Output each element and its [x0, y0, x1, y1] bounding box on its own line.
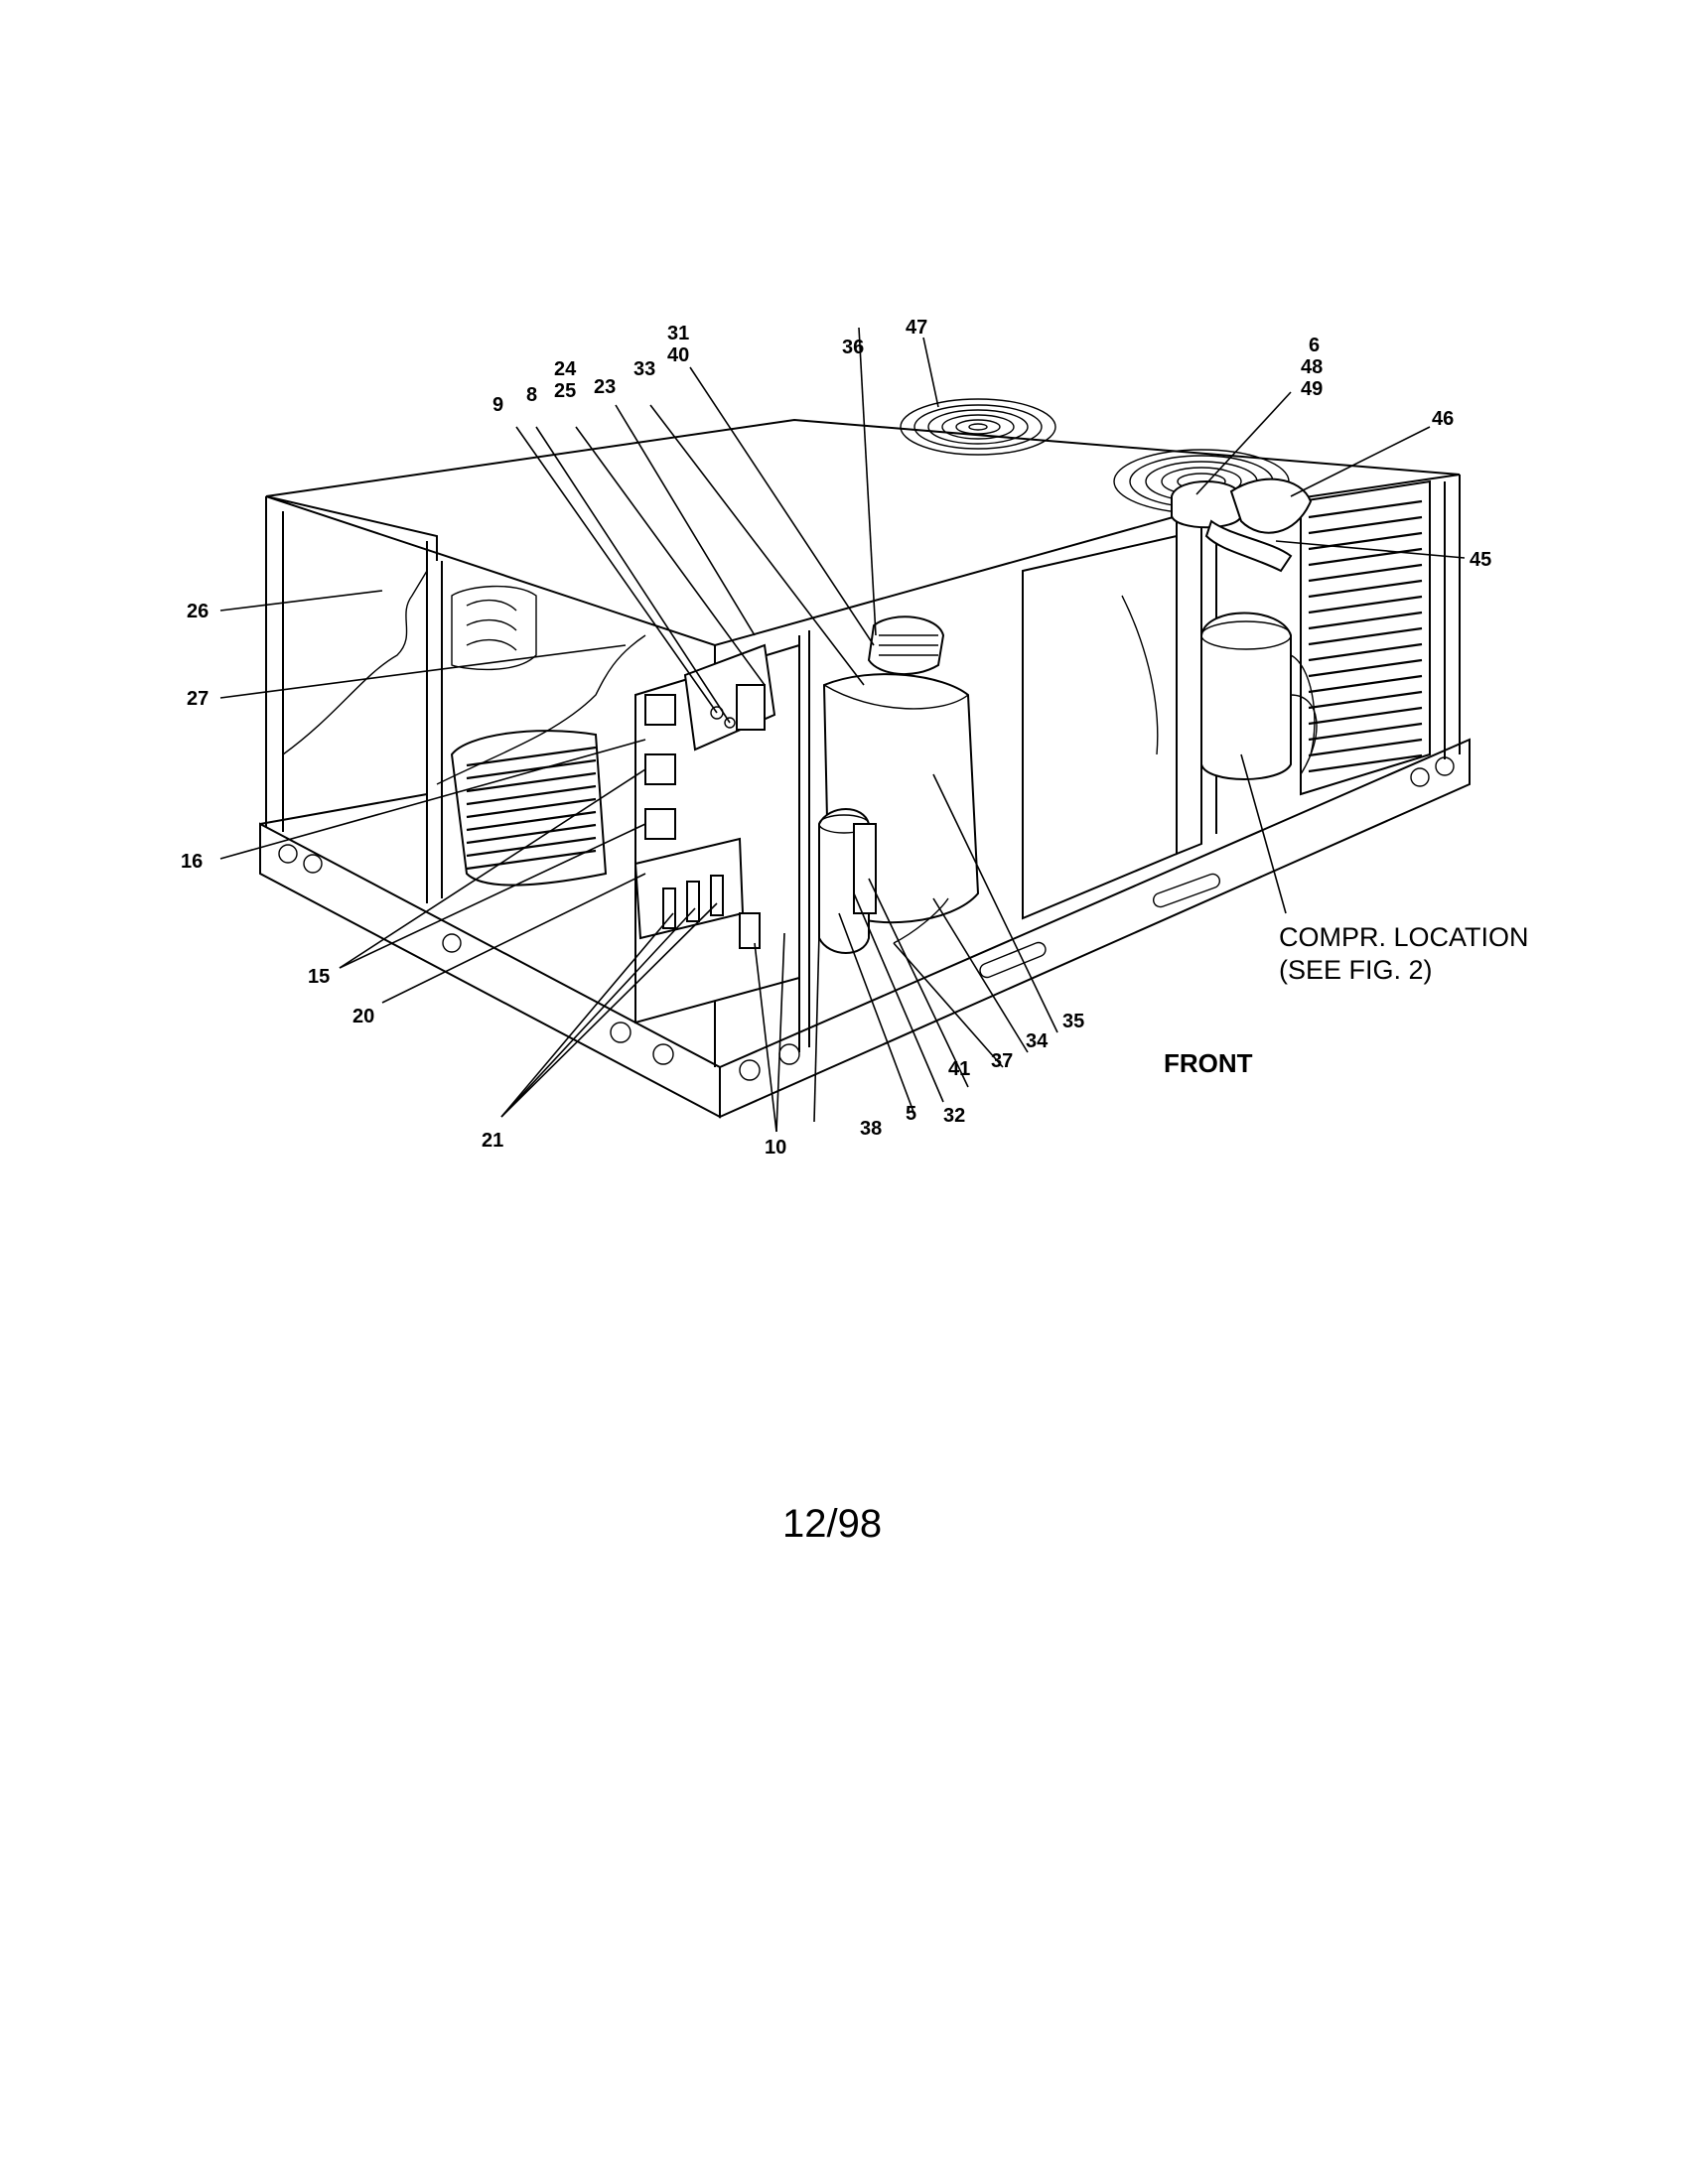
coil-fin [1308, 738, 1423, 757]
motor-mount [853, 823, 877, 914]
callout-41: 41 [948, 1058, 970, 1080]
coil-fin [1308, 563, 1423, 583]
callout-24: 24 [554, 358, 577, 380]
coil-fin [1308, 658, 1423, 678]
base-holes [278, 756, 1455, 1081]
callout-38: 38 [860, 1118, 882, 1140]
callout-26: 26 [187, 601, 209, 622]
callout-34: 34 [1026, 1030, 1049, 1052]
callout-20: 20 [352, 1006, 374, 1027]
coil-fin [1308, 722, 1423, 742]
evaporator-fin [466, 836, 597, 858]
coil-fin [1308, 515, 1423, 535]
callout-15: 15 [308, 966, 330, 988]
callout-numbers: 31 40 47 36 6 48 49 46 45 24 25 23 33 9 … [181, 317, 1491, 1159]
callout-21: 21 [482, 1130, 503, 1152]
condenser-coil [1300, 479, 1431, 796]
blower-assembly [818, 615, 980, 954]
callout-49: 49 [1301, 378, 1323, 400]
callout-8: 8 [526, 384, 537, 406]
evaporator-fin [466, 849, 597, 871]
callout-27: 27 [187, 688, 209, 710]
relay-3 [644, 808, 676, 840]
callout-37: 37 [991, 1050, 1013, 1072]
evaporator-fin [466, 784, 597, 806]
coil-fin [1308, 642, 1423, 662]
callout-48: 48 [1301, 356, 1323, 378]
callout-5: 5 [906, 1103, 916, 1125]
callout-10: 10 [765, 1137, 786, 1159]
coil-fin [1308, 674, 1423, 694]
callout-36: 36 [842, 337, 864, 358]
front-label: FRONT [1164, 1048, 1253, 1078]
coil-fin [1308, 690, 1423, 710]
callout-40: 40 [667, 344, 689, 366]
capacitor [739, 912, 761, 949]
compressor-figure-reference: (SEE FIG. 2) [1279, 955, 1433, 985]
relay-1 [644, 694, 676, 726]
callout-35: 35 [1062, 1011, 1084, 1032]
page-number: 12/98 [782, 1502, 882, 1546]
callout-6: 6 [1309, 335, 1320, 356]
callout-45: 45 [1470, 549, 1491, 571]
evaporator-fin [466, 758, 597, 780]
callout-25: 25 [554, 380, 576, 402]
condenser-fan-grille-1 [900, 398, 1056, 456]
coil-fin [1308, 499, 1423, 519]
coil-fin [1308, 626, 1423, 646]
compressor [1200, 612, 1318, 780]
evaporator-fin [466, 797, 597, 819]
bracket [736, 684, 766, 731]
coil-fin [1308, 706, 1423, 726]
callout-31: 31 [667, 323, 689, 344]
evaporator-coil [450, 585, 608, 887]
coil-fin [1308, 611, 1423, 630]
callout-16: 16 [181, 851, 203, 873]
fan-motor [1171, 478, 1313, 573]
leader-lines [219, 327, 1466, 1133]
callout-32: 32 [943, 1105, 965, 1127]
callout-23: 23 [594, 376, 616, 398]
evaporator-fin [466, 771, 597, 793]
compressor-location-note: COMPR. LOCATION [1279, 922, 1529, 952]
relay-2 [644, 753, 676, 785]
callout-9: 9 [492, 394, 503, 416]
control-box [633, 643, 800, 1024]
coil-fin [1308, 595, 1423, 614]
evaporator-fin [466, 746, 597, 767]
unit-cabinet [259, 418, 1471, 1119]
callout-33: 33 [633, 358, 655, 380]
evaporator-fin [466, 823, 597, 845]
callout-47: 47 [906, 317, 927, 339]
coil-fin [1308, 579, 1423, 599]
callout-46: 46 [1432, 408, 1454, 430]
coil-fin [1308, 753, 1423, 773]
